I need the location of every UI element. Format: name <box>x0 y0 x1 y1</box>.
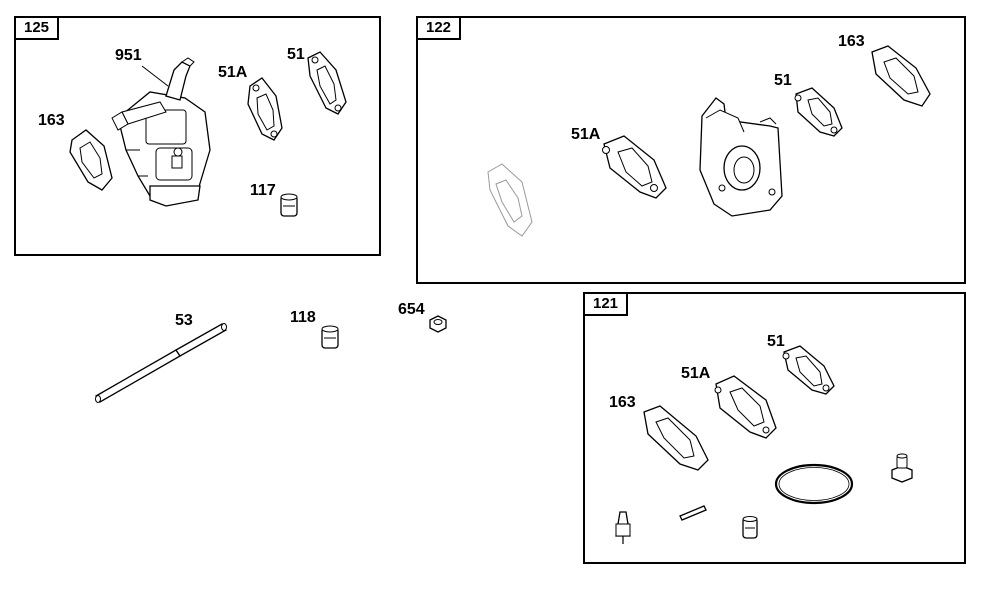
callout-51: 51 <box>767 333 785 350</box>
callout-53: 53 <box>175 312 193 329</box>
shaft-53-part[interactable] <box>95 323 227 403</box>
panel-label-125: 125 <box>16 18 60 40</box>
callout-51: 51 <box>774 72 792 89</box>
pin-part[interactable] <box>679 505 707 521</box>
panel-label-122: 122 <box>418 18 462 40</box>
callout-51a: 51A <box>571 126 601 143</box>
callout-51a: 51A <box>681 365 711 382</box>
gasket-51-part[interactable] <box>782 345 835 395</box>
gasket-163-part[interactable] <box>69 129 113 191</box>
intake-adapter-part[interactable] <box>699 97 783 217</box>
gasket-163-part[interactable] <box>643 405 709 471</box>
gasket-51a-part[interactable] <box>247 77 283 141</box>
callout-163: 163 <box>38 112 65 129</box>
gasket-51-part[interactable] <box>794 87 843 137</box>
callout-163: 163 <box>609 394 636 411</box>
panel-121: 121 <box>583 292 966 564</box>
callout-51: 51 <box>287 46 305 63</box>
callout-51a: 51A <box>218 64 248 81</box>
jet-part[interactable] <box>742 516 758 539</box>
callout-118: 118 <box>290 309 316 326</box>
panel-122: 122 <box>416 16 966 284</box>
bolt-part[interactable] <box>891 453 913 483</box>
gasket-51-part[interactable] <box>307 51 347 115</box>
panel-125: 125 <box>14 16 381 256</box>
o-ring-part[interactable] <box>774 463 854 505</box>
gasket-163-part[interactable] <box>871 45 931 107</box>
callout-117: 117 <box>250 182 276 199</box>
nut-654-part[interactable] <box>429 315 447 333</box>
panel-label-121: 121 <box>585 294 629 316</box>
needle-valve-part[interactable] <box>615 511 631 544</box>
callout-654: 654 <box>398 301 425 318</box>
jet-118-part[interactable] <box>321 325 339 349</box>
gasket-51a-part[interactable] <box>602 135 667 199</box>
callout-951: 951 <box>115 47 142 64</box>
callout-163: 163 <box>838 33 865 50</box>
ghost-gasket-part <box>487 163 533 237</box>
carburetor-part[interactable] <box>111 57 211 207</box>
jet-117-part[interactable] <box>280 193 298 217</box>
gasket-51a-part[interactable] <box>714 375 777 439</box>
